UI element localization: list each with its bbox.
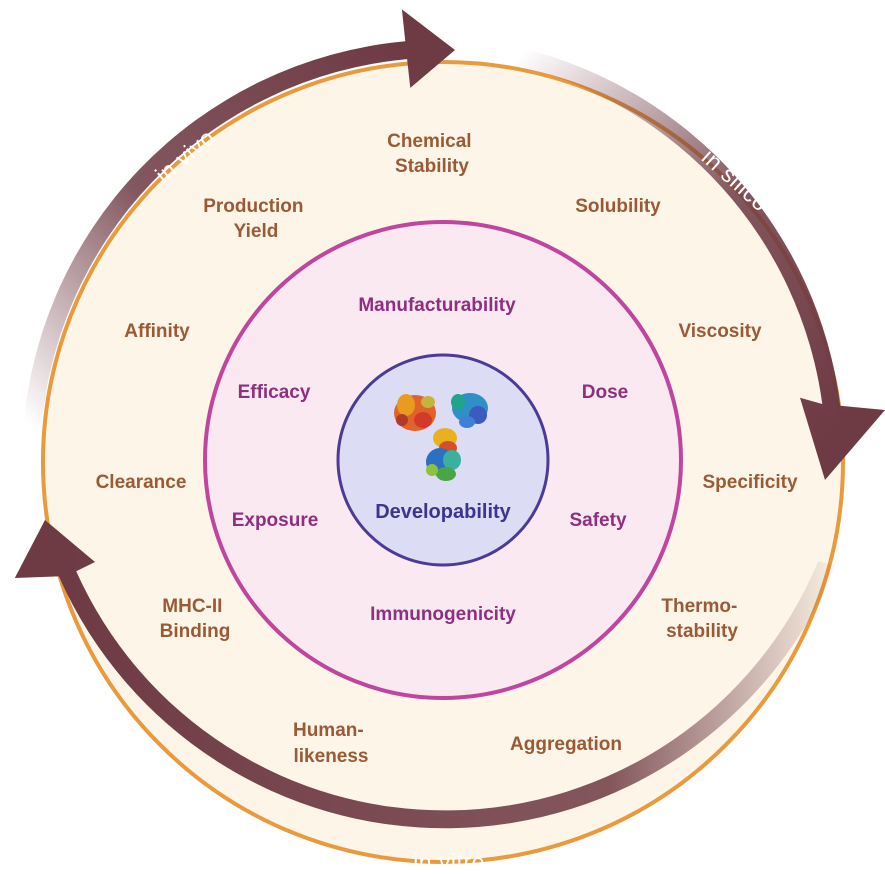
inner-label-manufacturability: Manufacturability xyxy=(358,295,516,316)
outer-label-chemical-stability: Chemical Stability xyxy=(387,131,477,177)
outer-ring-labels: Chemical Stability Solubility Viscosity … xyxy=(96,131,798,767)
outer-label-solubility: Solubility xyxy=(575,196,661,217)
outer-label-mhc-ii-binding: MHC-II Binding xyxy=(160,596,231,642)
center-label: Developability xyxy=(375,501,511,523)
inner-label-safety: Safety xyxy=(569,510,626,531)
outer-label-clearance: Clearance xyxy=(96,472,187,493)
outer-label-thermostability: Thermo- stability xyxy=(661,596,742,642)
outer-label-humanlikeness: Human- likeness xyxy=(293,720,369,767)
outer-label-aggregation: Aggregation xyxy=(510,734,622,755)
inner-label-dose: Dose xyxy=(582,382,628,403)
cycle-arrows xyxy=(14,9,885,829)
inner-ring-labels: Manufacturability Dose Safety Immunogeni… xyxy=(232,295,629,625)
in-vitro-arrow xyxy=(14,520,836,829)
inner-label-efficacy: Efficacy xyxy=(238,382,311,403)
outer-label-specificity: Specificity xyxy=(702,472,797,493)
inner-label-immunogenicity: Immunogenicity xyxy=(370,604,516,625)
outer-label-viscosity: Viscosity xyxy=(678,321,762,342)
in-silico-arrow xyxy=(516,48,885,480)
antibody-structure-icon xyxy=(394,393,488,481)
in-vivo-arrow xyxy=(22,9,455,441)
inner-label-exposure: Exposure xyxy=(232,510,319,531)
in-vitro-label: in vitro xyxy=(413,849,485,874)
outer-label-affinity: Affinity xyxy=(124,321,190,342)
outer-label-production-yield: Production Yield xyxy=(203,196,309,242)
